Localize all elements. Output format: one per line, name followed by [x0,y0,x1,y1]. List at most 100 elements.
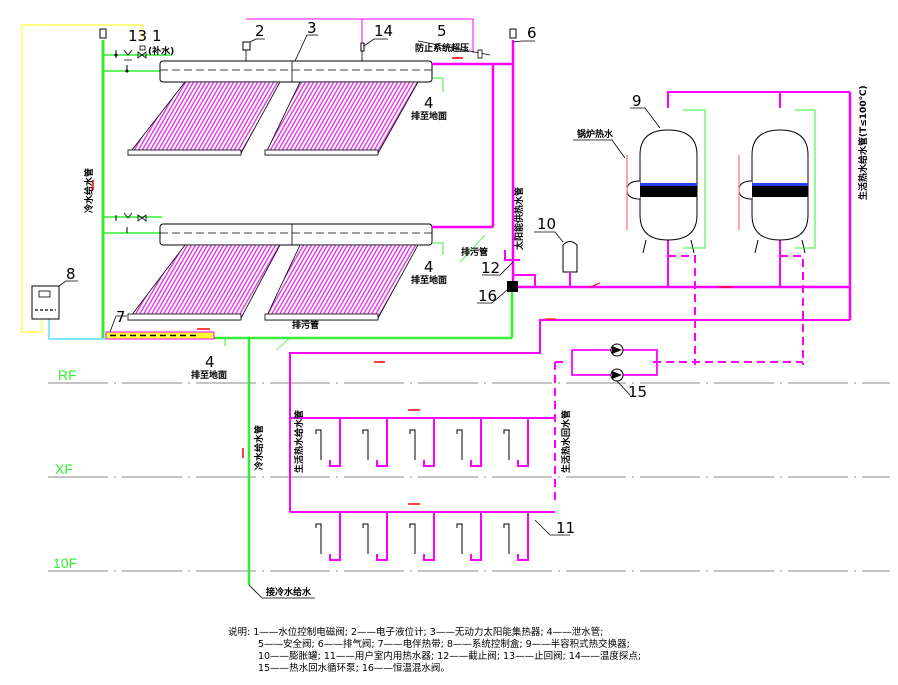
callout-3: 3 [307,19,317,37]
shower-head-icon [362,429,369,460]
shower-head-icon [456,523,463,554]
callout-10: 10 [537,215,556,233]
callout-15: 15 [628,383,647,401]
cold-supply-label-riser: 冷水给水管 [253,425,265,470]
callout-4-lower: 4 [424,258,434,276]
thermostatic-mixing-valve[interactable] [507,281,518,292]
user-water-heaters [315,418,529,561]
safety-valve-icon [477,49,483,59]
heater-branch-pipe [517,512,529,561]
heater-branch-pipe [517,418,529,467]
legend-item: 3——无动力太阳能集热器; [429,627,544,638]
vent-valve-icon [99,28,107,39]
drain-label-upper: 排至地面 [411,110,447,122]
domestic-return-label: 生活热水回水管 [560,410,572,473]
callout-5: 5 [437,22,447,40]
electric-heat-trace[interactable] [105,315,215,340]
shower-head-icon [503,523,510,554]
legend-item: 11——用户室内用热水器; [323,651,435,662]
heater-branch-pipe [470,418,482,467]
callout-7: 7 [116,308,126,326]
solar-supply-label: 太阳能供热水管 [513,187,525,251]
legend-item: 7——电伴热带; [377,639,444,650]
shower-head-icon [409,429,416,460]
floor-label-xf: XF [55,461,73,477]
legend-item: 16——恒温混水阀。 [361,663,450,674]
temperature-probe [360,38,388,61]
legend-item: 12——截止阀; [437,651,500,662]
air-vent-valve-icon [509,28,517,39]
hot-water-piping [246,18,852,513]
callout-6: 6 [527,24,537,42]
cold-water-piping [101,40,514,585]
legend-item: 13——止回阀; [502,651,566,662]
circulation-pumps[interactable] [610,343,631,396]
callout-4-bottom: 4 [205,353,215,371]
legend-row: 5——安全阀; 6——排气阀; 7——电伴热带; 8——系统控制盒; 9——半容… [228,639,888,651]
flow-arrows [92,57,733,505]
legend-row: 10——膨胀罐; 11——用户室内用热水器; 12——截止阀; 13——止回阀;… [228,651,888,663]
heat-exchanger-1[interactable] [626,109,706,254]
shower-head-icon [362,523,369,554]
collector-panel [264,81,419,156]
shower-head-icon [315,429,322,460]
solar-collector-upper[interactable] [127,60,433,156]
shower-head-icon [409,523,416,554]
heater-branch-pipe [376,512,388,561]
connect-cold-supply-label: 接冷水给水 [266,586,312,598]
callout-4-upper: 4 [424,94,434,112]
domestic-supply-label: 生活热水给水管 [293,410,305,473]
solenoid-valve-icon [137,51,147,59]
floor-label-rf: RF [58,367,77,383]
boiler-hot-water-label: 锅炉热水 [576,128,614,140]
legend-item: 9——半容积式热交换器; [525,639,630,650]
floor-lines: RF XF 10F [48,367,890,572]
legend: 说明: 1——水位控制电磁阀; 2——电子液位计; 3——无动力太阳能集热器; … [228,627,888,675]
drain-label-bottom: 排至地面 [191,369,227,381]
heat-exchanger-2[interactable] [738,109,816,254]
anti-overpressure-label: 防止系统超压 [415,42,469,54]
expansion-tank[interactable] [534,231,578,287]
collector-panel [127,81,281,156]
legend-title: 说明: [228,627,251,638]
electronic-level-gauge [242,38,265,61]
system-control-box[interactable]: 8 [31,265,78,320]
shower-head-icon [456,429,463,460]
drain-label-lower: 排至地面 [411,274,447,286]
callout-8: 8 [66,265,76,283]
callout-13: 13 [128,27,147,45]
callout-11: 11 [556,519,575,537]
makeup-water-label: (补水) [148,45,174,57]
check-valve-icon [123,49,133,61]
collector-header-pipe [159,60,433,83]
legend-item: 10——膨胀罐; [258,651,321,662]
legend-row: 说明: 1——水位控制电磁阀; 2——电子液位计; 3——无动力太阳能集热器; … [228,627,888,639]
heater-branch-pipe [329,512,341,561]
sensor-wire [48,318,106,340]
control-wiring [21,24,144,340]
callout-1: 1 [152,27,162,45]
solar-collector-lower[interactable] [127,223,433,321]
heater-branch-pipe [423,512,435,561]
legend-item: 6——排气阀; [317,639,375,650]
floor-label-10f: 10F [53,555,77,571]
legend-item: 1——水位控制电磁阀; [253,627,348,638]
callout-12: 12 [481,259,500,277]
heater-branch-pipe [376,418,388,467]
legend-item: 8——系统控制盒; [446,639,523,650]
sewage-pipe-label-lower: 排污管 [292,319,319,331]
legend-item: 14——温度探点; [568,651,642,662]
callout-16: 16 [478,287,497,305]
shower-head-icon [315,523,322,554]
cold-supply-label-left: 冷水给水管 [83,168,95,213]
heater-branch-pipe [470,512,482,561]
top-valve-group[interactable] [99,28,147,233]
callout-14: 14 [374,22,393,40]
legend-item: 15——热水回水循环泵; [258,663,359,674]
legend-item: 4——泄水管; [546,627,604,638]
control-wire [21,24,144,333]
legend-item: 5——安全阀; [258,639,315,650]
legend-row: 15——热水回水循环泵; 16——恒温混水阀。 [228,663,888,675]
heater-branch-pipe [423,418,435,467]
